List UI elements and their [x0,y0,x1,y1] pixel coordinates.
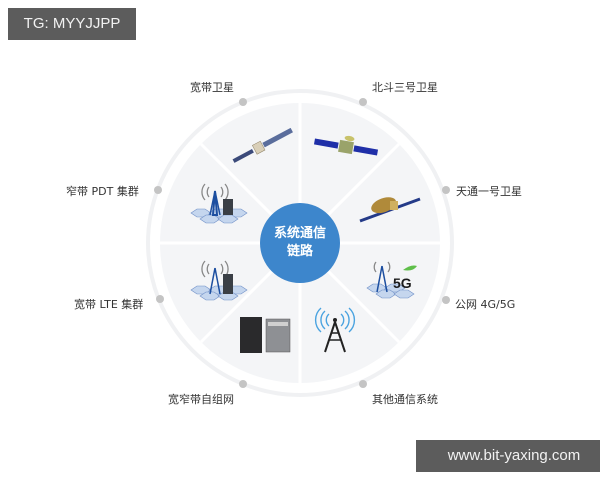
connector-dot [359,98,367,106]
label-tiantong-satellite: 天通一号卫星 [456,185,522,198]
5g-tower-icon: 5G [366,261,417,299]
lte-tower-icon [190,260,248,301]
5g-badge: 5G [393,275,412,291]
center-hub: 系统通信 链路 [260,203,340,283]
connector-dot [239,380,247,388]
center-title-line2: 链路 [286,244,313,259]
connector-dot [442,186,450,194]
beidou-satellite-icon [313,135,379,156]
connector-dot [239,98,247,106]
label-lte-trunking: 宽带 LTE 集群 [74,298,144,311]
label-public-4g5g: 公网 4G/5G [455,298,516,311]
watermark-bottom-right: www.bit-yaxing.com [416,440,600,472]
tiantong-satellite-icon [359,197,421,223]
satellite-icon [232,127,293,163]
label-beidou-satellite: 北斗三号卫星 [372,81,438,94]
connector-dot [154,186,162,194]
outer-ring [146,89,454,397]
pdt-tower-icon [190,183,248,224]
mesh-radio-device-icon [240,317,291,353]
label-broadband-satellite: 宽带卫星 [190,81,234,94]
center-title-line1: 系统通信 [273,226,326,241]
radio-tower-icon [314,307,356,353]
connector-dot [359,380,367,388]
connector-dot [442,296,450,304]
label-mesh-network: 宽窄带自组网 [168,393,234,406]
watermark-top-left: TG: MYYJJPP [8,8,136,40]
connector-dot [156,295,164,303]
label-other-systems: 其他通信系统 [372,393,438,406]
label-pdt-trunking: 窄带 PDT 集群 [66,185,139,198]
